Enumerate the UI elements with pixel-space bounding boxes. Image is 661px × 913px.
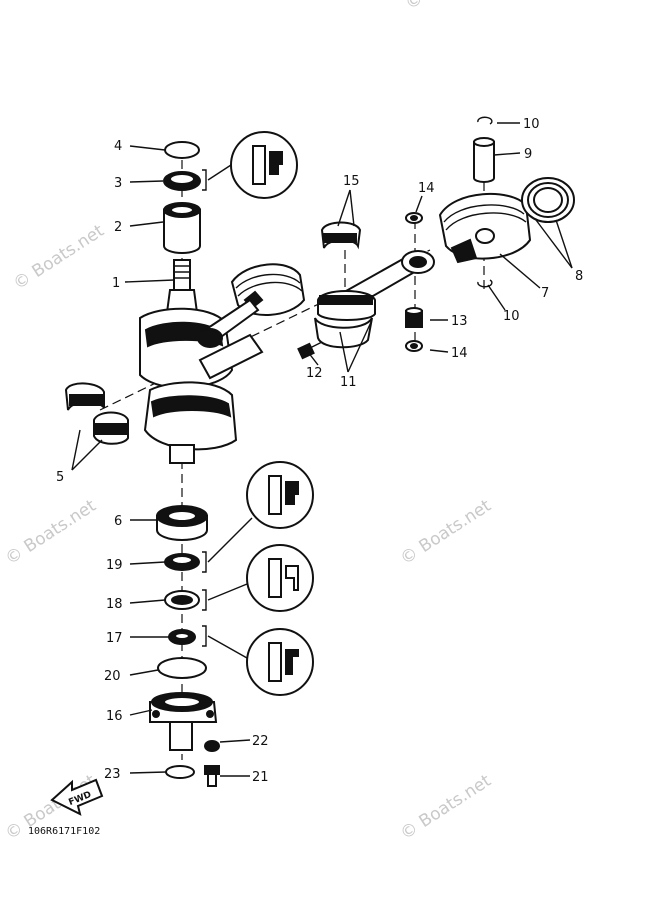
part-14-washers [405,212,423,352]
callout-5: 5 [56,470,64,485]
part-10-clips [477,116,493,288]
part-9-piston-pin [473,137,495,183]
seal-detail-19 [202,461,314,573]
part-18-oil-seal [164,590,200,610]
callout-7: 7 [541,286,549,301]
seal-detail-18 [202,544,314,612]
callout-21: 21 [252,770,269,785]
part-6-ball-bearing [156,505,208,541]
callout-16: 16 [106,709,123,724]
callout-14-bottom: 14 [451,346,468,361]
callout-22: 22 [252,734,269,749]
part-2-bushing [163,202,201,254]
callout-14-top: 14 [418,181,435,196]
assembled-piston-rod [197,263,306,348]
part-1-crankshaft [139,259,264,464]
seal-detail-17 [202,625,314,696]
watermark-left-top: © Boats.net [10,221,108,294]
part-22-washer [204,740,220,752]
callout-10-bottom: 10 [503,309,520,324]
part-7-piston [438,192,532,264]
callout-13: 13 [451,314,468,329]
callout-9: 9 [524,147,532,162]
leader-lines [71,122,573,777]
diagram-code: 106R6171F102 [28,826,100,837]
part-5-bearing-halves [64,382,129,445]
watermark-right-top: © Boats.net [402,0,500,14]
callout-6: 6 [114,514,122,529]
watermark-right-middle: © Boats.net [397,496,495,569]
callout-2: 2 [114,220,122,235]
part-17-oil-seal [168,629,196,645]
part-21-bolt [204,765,220,787]
callout-20: 20 [104,669,121,684]
callout-8: 8 [575,269,583,284]
callout-15: 15 [343,174,360,189]
callout-10-top: 10 [523,117,540,132]
watermark-right-bottom: © Boats.net [397,771,495,844]
part-11-connecting-rod [314,250,435,349]
callouts: 4 3 2 1 5 6 19 18 17 20 16 23 22 21 10 9… [56,117,583,785]
callout-3: 3 [114,176,122,191]
part-3-oil-seal [163,171,201,191]
part-8-piston-rings [521,177,575,223]
part-4-cap [164,141,200,159]
part-23-o-ring [165,765,195,779]
callout-23: 23 [104,767,121,782]
part-13-needle-bearing [405,307,423,328]
part-20-o-ring [157,657,207,679]
seal-detail-top [202,131,298,199]
callout-18: 18 [106,597,123,612]
callout-12: 12 [306,366,323,381]
callout-17: 17 [106,631,123,646]
part-16-housing [149,692,218,751]
watermark-left-middle: © Boats.net [2,496,100,569]
part-19-oil-seal [164,553,200,571]
watermarks: © Boats.net © Boats.net © Boats.net © Bo… [2,0,500,844]
callout-1: 1 [112,276,120,291]
part-15-needle-bearing [320,221,362,250]
callout-4: 4 [114,139,122,154]
callout-19: 19 [106,558,123,573]
callout-11: 11 [340,375,357,390]
seal-detail-insets [202,131,314,696]
